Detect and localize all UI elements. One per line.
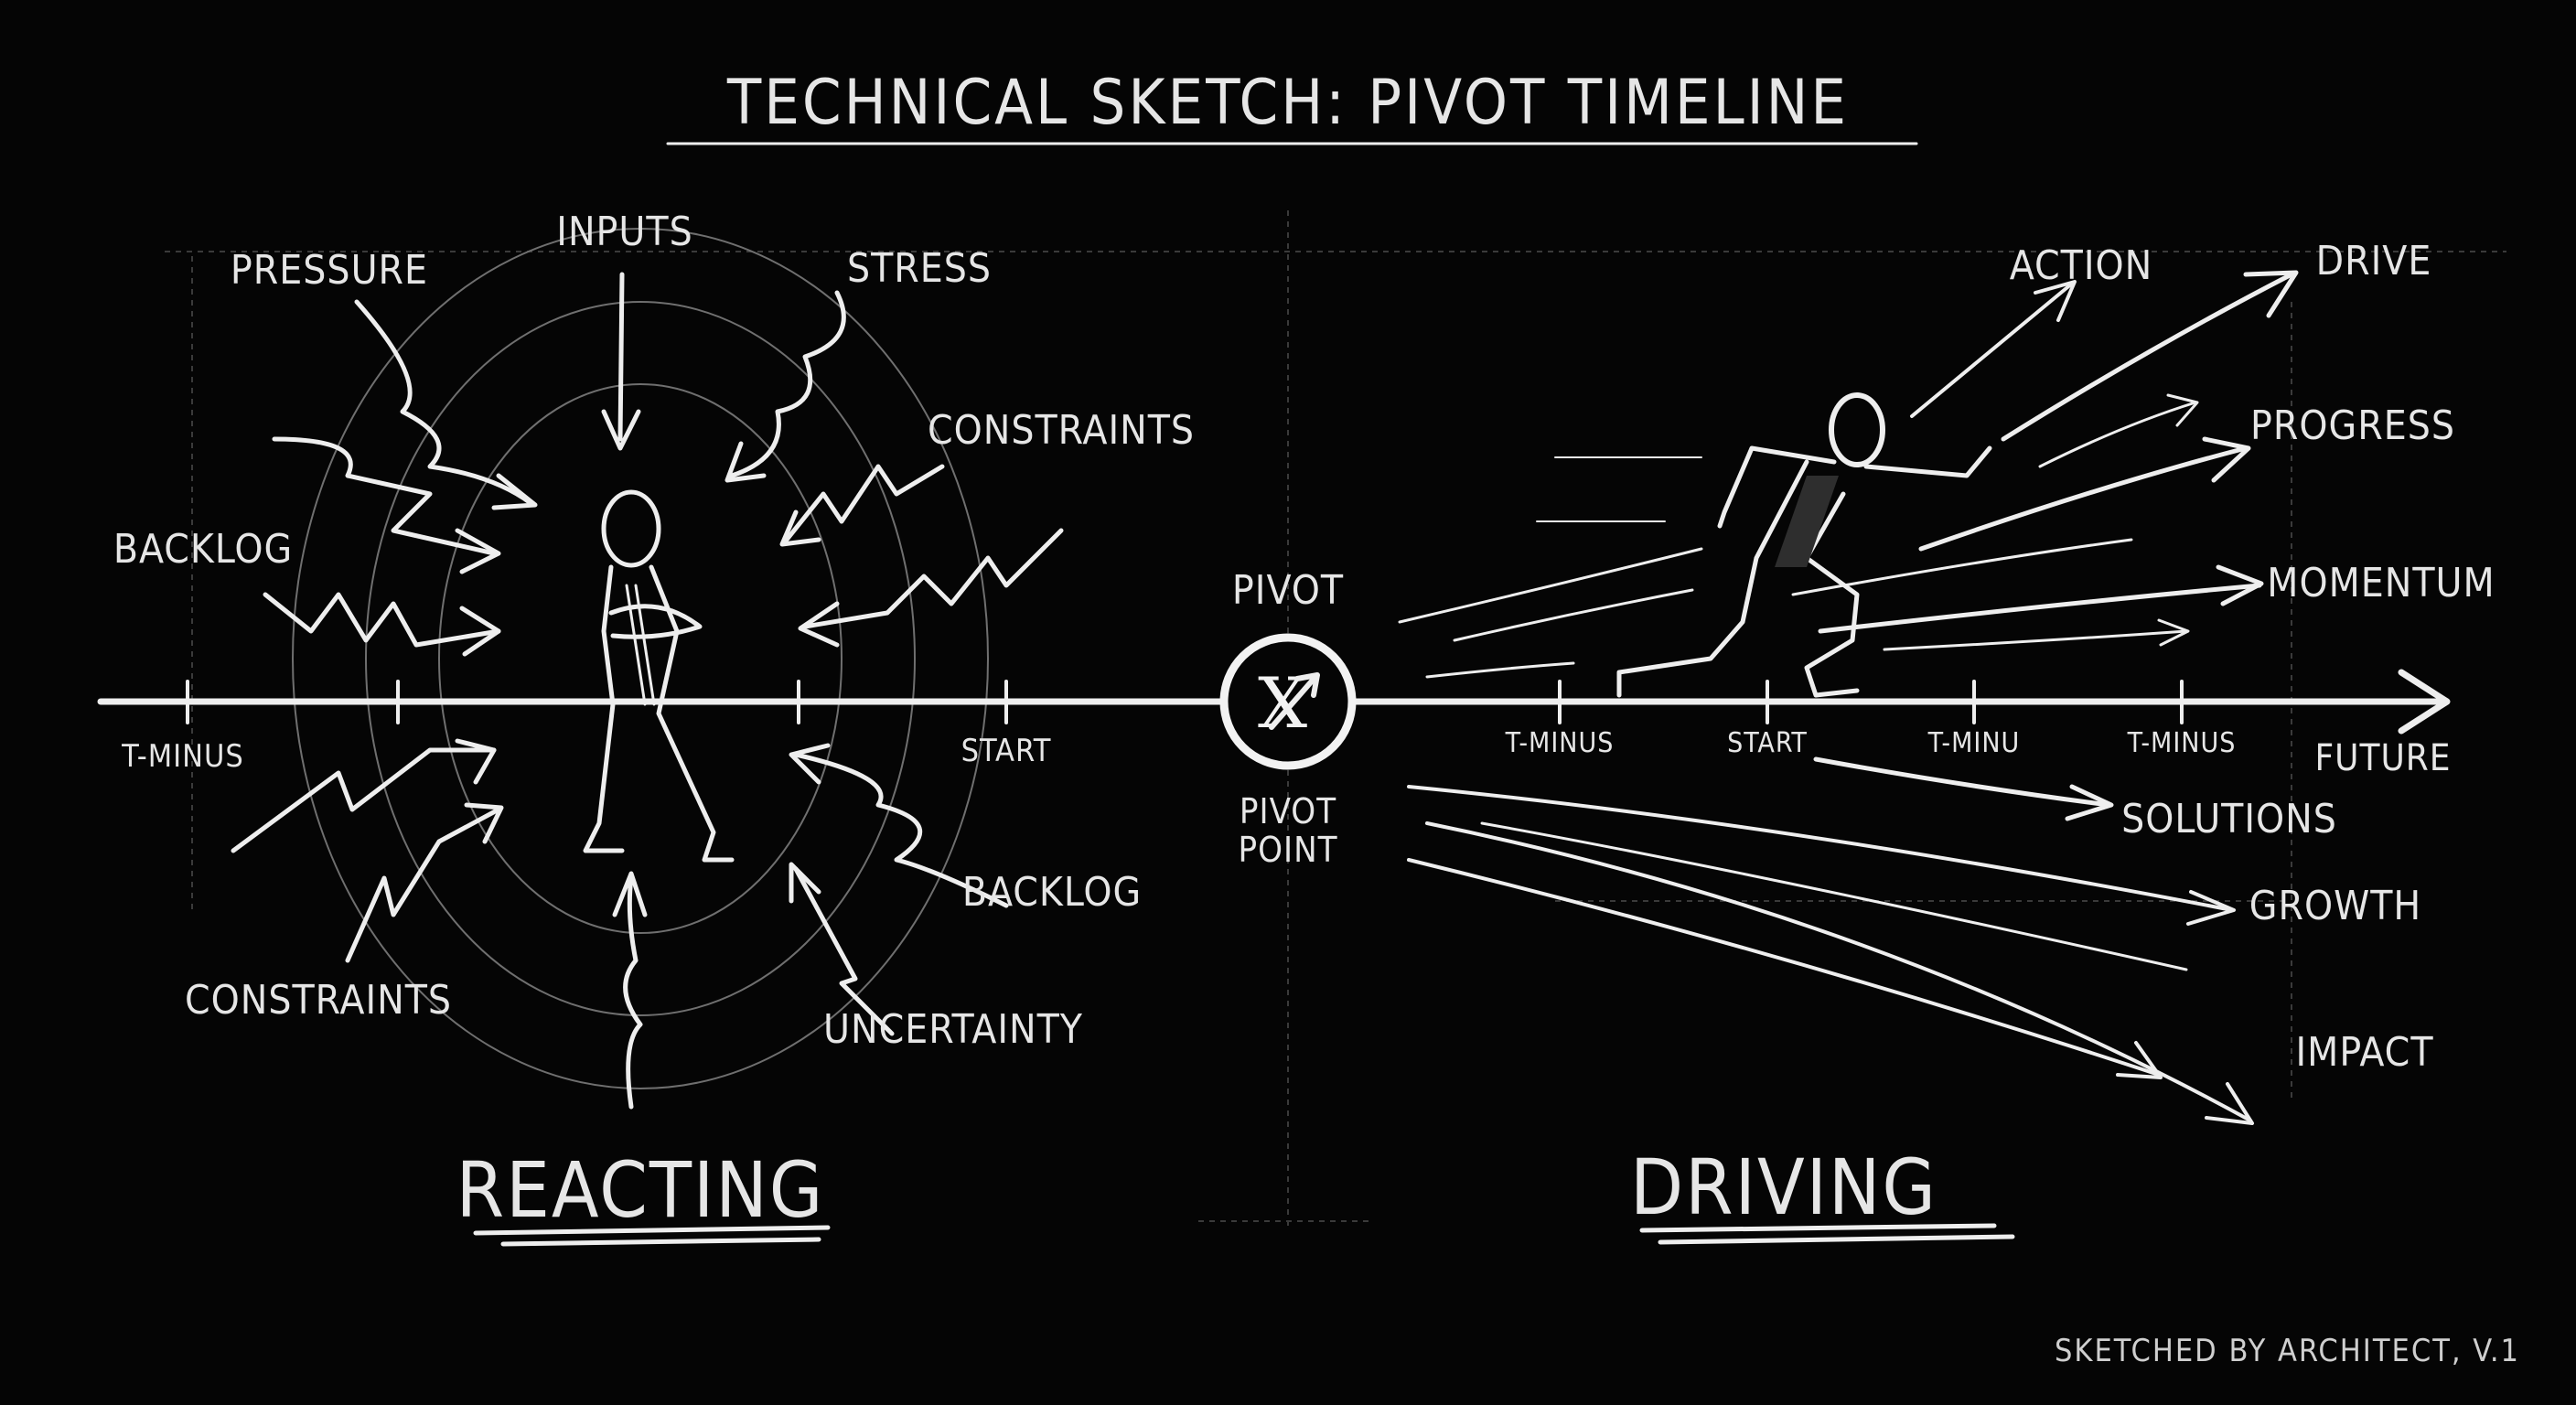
input-label-stress: STRESS	[847, 245, 992, 292]
reacting-figure	[583, 489, 735, 863]
section-label-driving: DRIVING	[1630, 1142, 1937, 1232]
output-label-drive: DRIVE	[2316, 238, 2432, 284]
pivot-point-label-1: PIVOT	[1240, 791, 1336, 831]
output-label-impact: IMPACT	[2296, 1029, 2434, 1076]
tick-label: START	[961, 733, 1052, 769]
driving-underline	[1639, 1223, 2015, 1245]
incoming-arrows	[231, 272, 1064, 1110]
tick-label: T-MINUS	[2127, 727, 2237, 759]
outgoing-arrows	[1398, 270, 2299, 1125]
section-label-reacting: REACTING	[456, 1145, 825, 1235]
input-label-backlog: BACKLOG	[113, 526, 293, 573]
svg-text:X: X	[1258, 662, 1307, 744]
pivot-point-label-2: POINT	[1238, 830, 1337, 870]
signature: SKETCHED BY ARCHITECT, V.1	[2055, 1333, 2520, 1369]
input-label-uncertainty: UNCERTAINTY	[823, 1006, 1083, 1053]
output-label-progress: PROGRESS	[2250, 402, 2455, 449]
output-label-solutions: SOLUTIONS	[2121, 796, 2337, 842]
tick-label: T-MINUS	[1505, 727, 1615, 759]
tick-label: T-MINU	[1927, 727, 2021, 759]
input-label-inputs: INPUTS	[556, 209, 692, 255]
future-label: FUTURE	[2314, 737, 2451, 779]
output-label-momentum: MOMENTUM	[2267, 560, 2495, 606]
timeline-axis	[97, 669, 2451, 735]
diagram-title: TECHNICAL SKETCH: PIVOT TIMELINE	[726, 67, 1849, 139]
output-label-growth: GROWTH	[2249, 883, 2421, 929]
pivot-point-icon: X	[1219, 633, 1357, 770]
input-label-pressure: PRESSURE	[231, 247, 428, 294]
driving-figure	[1616, 392, 1992, 698]
tick-label: START	[1727, 727, 1808, 759]
pressure-rings	[292, 228, 989, 1089]
reacting-underline	[473, 1225, 831, 1247]
pivot-label: PIVOT	[1232, 567, 1344, 614]
tick-label: T-MINUS	[121, 738, 244, 775]
input-label-constraints: CONSTRAINTS	[928, 407, 1195, 454]
output-label-action: ACTION	[2010, 242, 2153, 289]
input-label-constraints-lower: CONSTRAINTS	[185, 977, 452, 1024]
input-label-backlog-lower: BACKLOG	[962, 869, 1142, 916]
